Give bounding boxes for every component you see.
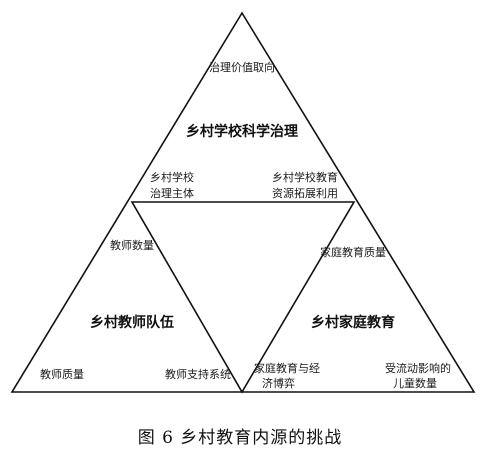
left-right-label: 教师支持系统 — [165, 367, 231, 381]
top-left-label-line1: 乡村学校 — [150, 170, 194, 184]
top-left-label-line2: 治理主体 — [150, 186, 194, 200]
left-left-label: 教师质量 — [40, 368, 84, 381]
top-right-label-line2: 资源拓展利用 — [272, 186, 338, 200]
right-right-label-line1: 受流动影响的 — [385, 361, 451, 375]
top-apex-label: 治理价值取向 — [209, 60, 275, 74]
right-left-label-line2: 济博弈 — [262, 376, 295, 390]
left-section-title: 乡村教师队伍 — [90, 314, 174, 331]
outer-triangle — [10, 11, 476, 393]
right-right-label-line2: 儿童数量 — [393, 376, 437, 390]
top-right-label-line1: 乡村学校教育 — [272, 170, 338, 184]
left-apex-label: 教师数量 — [110, 239, 154, 252]
right-left-label-line1: 家庭教育与经 — [254, 361, 320, 375]
right-section-title: 乡村家庭教育 — [311, 314, 395, 331]
inner-inverted-triangle — [130, 201, 356, 394]
figure-caption: 图 6 乡村教育内源的挑战 — [138, 428, 343, 448]
top-section-title: 乡村学校科学治理 — [186, 123, 298, 140]
right-apex-label: 家庭教育质量 — [320, 245, 386, 259]
